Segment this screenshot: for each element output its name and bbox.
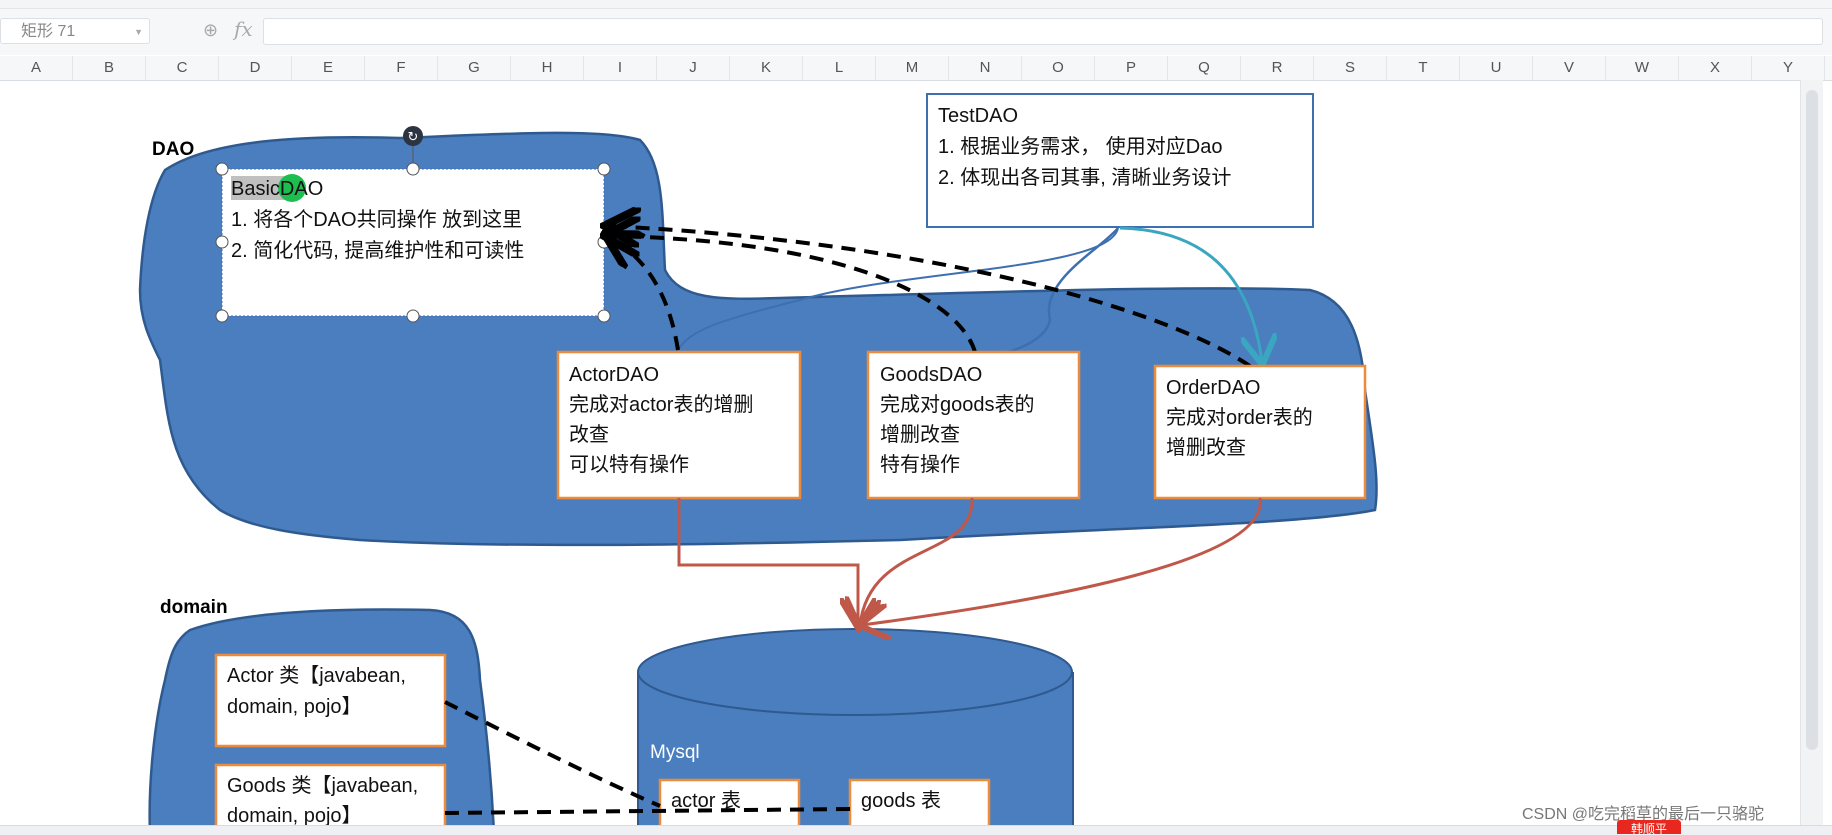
column-header-E[interactable]: E [292, 56, 365, 80]
vertical-scrollbar[interactable] [1800, 80, 1823, 825]
order-dao-to-db-arrow [862, 497, 1262, 625]
dao-group-label: DAO [152, 139, 194, 160]
column-header-S[interactable]: S [1314, 56, 1387, 80]
basic-dao-title: BasicDAO [231, 178, 323, 200]
actor-dao-title: ActorDAO [569, 364, 659, 386]
goods-table-box[interactable]: goods 表 [848, 778, 991, 825]
actor-class-table-link [444, 700, 661, 808]
actor-class-box[interactable]: Actor 类【javabean, domain, pojo】 [214, 653, 447, 748]
drawing-canvas: DAO domain Mysql BasicDAO 1. 将各个DAO共同操作 … [138, 93, 1378, 825]
actor-dao-to-db-arrow [677, 498, 858, 625]
zoom-icon[interactable]: ⊕ [203, 20, 219, 40]
rotate-glyph: ↻ [408, 129, 419, 144]
column-header-X[interactable]: X [1679, 56, 1752, 80]
order-inherits-arrow [608, 226, 1252, 368]
goods-class-line2: domain, pojo】 [227, 805, 362, 825]
mysql-label: Mysql [650, 742, 700, 763]
goods-dao-box[interactable]: GoodsDAO 完成对goods表的 增删改查 特有操作 [866, 350, 1081, 500]
red-badge: 韩顺平 [1617, 820, 1681, 834]
order-dao-box[interactable]: OrderDAO 完成对order表的 增删改查 [1153, 364, 1367, 500]
column-header-O[interactable]: O [1022, 56, 1095, 80]
goods-dao-line1: 完成对goods表的 [880, 393, 1035, 416]
goods-dao-line2: 增删改查 [880, 423, 960, 446]
column-header-W[interactable]: W [1606, 56, 1679, 80]
rotate-handle-icon[interactable] [403, 126, 423, 146]
column-header-V[interactable]: V [1533, 56, 1606, 80]
basic-dao-line2: 2. 简化代码, 提高维护性和可读性 [231, 239, 524, 262]
basic-dao-line1: 1. 将各个DAO共同操作 放到这里 [231, 208, 522, 231]
column-header-R[interactable]: R [1241, 56, 1314, 80]
scroll-thumb[interactable] [1806, 90, 1818, 750]
actor-class-line2: domain, pojo】 [227, 696, 362, 718]
column-header-B[interactable]: B [73, 56, 146, 80]
order-dao-line2: 增删改查 [1166, 436, 1246, 459]
test-dao-title: TestDAO [938, 105, 1018, 127]
actor-dao-line3: 可以特有操作 [569, 453, 689, 476]
watermark: CSDN @吃完稻草的最后一只骆驼 [1522, 806, 1765, 823]
name-box[interactable]: 矩形 71 ▼ [0, 18, 150, 44]
column-header-D[interactable]: D [219, 56, 292, 80]
column-header-U[interactable]: U [1460, 56, 1533, 80]
actor-table-box[interactable]: actor 表 [658, 778, 801, 825]
column-header-A[interactable]: A [0, 56, 73, 80]
goods-class-box[interactable]: Goods 类【javabean, domain, pojo】 [214, 763, 447, 825]
column-header-L[interactable]: L [803, 56, 876, 80]
chevron-down-icon[interactable]: ▼ [134, 27, 143, 37]
order-dao-title: OrderDAO [1166, 377, 1260, 399]
top-strip [0, 0, 1832, 9]
sheet-tab-bar [0, 825, 1832, 835]
test-to-order-arrow [1119, 226, 1262, 362]
test-dao-box[interactable]: TestDAO 1. 根据业务需求， 使用对应Dao 2. 体现出各司其事, 清… [926, 93, 1314, 228]
column-header-T[interactable]: T [1387, 56, 1460, 80]
goods-dao-title: GoodsDAO [880, 364, 982, 386]
column-header-J[interactable]: J [657, 56, 730, 80]
column-header-P[interactable]: P [1095, 56, 1168, 80]
column-header-G[interactable]: G [438, 56, 511, 80]
actor-dao-line2: 改查 [569, 423, 609, 446]
actor-dao-line1: 完成对actor表的增删 [569, 393, 753, 416]
goods-dao-line3: 特有操作 [880, 453, 960, 476]
test-dao-line1: 1. 根据业务需求， 使用对应Dao [938, 135, 1222, 158]
domain-group-label: domain [160, 597, 228, 618]
column-header-K[interactable]: K [730, 56, 803, 80]
goods-dao-to-db-arrow [860, 497, 974, 625]
column-header-Q[interactable]: Q [1168, 56, 1241, 80]
column-header-H[interactable]: H [511, 56, 584, 80]
column-header-M[interactable]: M [876, 56, 949, 80]
actor-dao-box[interactable]: ActorDAO 完成对actor表的增删 改查 可以特有操作 [556, 350, 802, 500]
column-header-C[interactable]: C [146, 56, 219, 80]
cursor-highlight [278, 174, 306, 202]
formula-input[interactable] [263, 18, 1823, 45]
test-to-actor-connector [677, 227, 1119, 351]
goods-table-label: goods 表 [861, 789, 941, 812]
goods-class-line1: Goods 类【javabean, [227, 774, 418, 797]
order-dao-line1: 完成对order表的 [1166, 406, 1313, 429]
column-header-N[interactable]: N [949, 56, 1022, 80]
fx-icon[interactable]: fx [234, 17, 253, 41]
actor-table-label: actor 表 [671, 789, 741, 812]
name-box-value: 矩形 71 [21, 23, 76, 40]
column-header-Y[interactable]: Y [1752, 56, 1825, 80]
column-header-I[interactable]: I [584, 56, 657, 80]
column-header-F[interactable]: F [365, 56, 438, 80]
basic-dao-box[interactable]: BasicDAO 1. 将各个DAO共同操作 放到这里 2. 简化代码, 提高维… [215, 126, 611, 323]
goods-inherits-arrow [608, 236, 977, 353]
test-dao-line2: 2. 体现出各司其事, 清晰业务设计 [938, 166, 1231, 189]
actor-class-line1: Actor 类【javabean, [227, 664, 406, 687]
